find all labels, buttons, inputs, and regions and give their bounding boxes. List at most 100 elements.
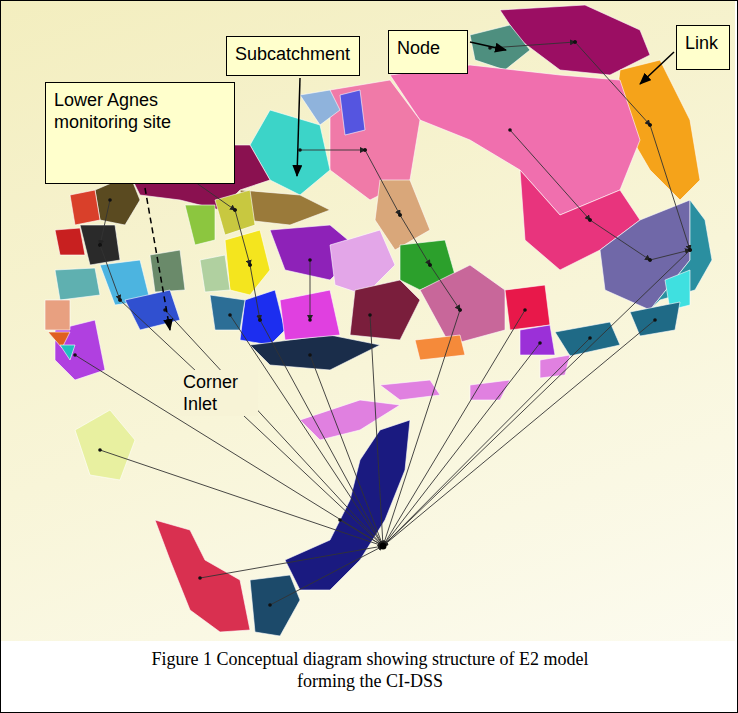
network-node: [308, 318, 312, 322]
network-node: [588, 218, 592, 222]
network-link: [430, 265, 460, 310]
subcatchment-area: [300, 400, 400, 440]
subcatchment-area: [55, 268, 100, 300]
figure-caption: Figure 1 Conceptual diagram showing stru…: [150, 648, 590, 692]
network-node: [688, 248, 692, 252]
callout-box: Node: [388, 30, 468, 74]
network-node: [298, 148, 302, 152]
subcatchment-area: [75, 410, 135, 480]
subcatchment-area: [225, 230, 270, 295]
network-node: [98, 243, 102, 247]
subcatchment-area: [540, 355, 570, 378]
subcatchment-area: [500, 5, 650, 75]
network-link: [650, 250, 690, 260]
network-node: [648, 123, 652, 127]
network-node: [228, 313, 232, 317]
subcatchment-area: [60, 345, 75, 360]
network-link: [383, 343, 540, 546]
network-link: [575, 42, 650, 125]
network-node: [118, 298, 122, 302]
subcatchment-area: [350, 280, 420, 340]
network-node: [308, 258, 312, 262]
network-node: [688, 248, 692, 252]
network-link: [75, 355, 383, 546]
callout-text: Node: [397, 37, 440, 59]
subcatchment-area: [630, 302, 680, 336]
subcatchment-area: [80, 225, 120, 265]
network-link: [120, 300, 383, 546]
network-link: [310, 355, 383, 546]
network-link: [100, 245, 120, 300]
network-node: [508, 128, 512, 132]
network-node: [73, 353, 77, 357]
subcatchment-area: [70, 190, 100, 225]
network-node: [98, 448, 102, 452]
network-node: [258, 318, 262, 322]
network-link: [230, 315, 383, 546]
network-node: [588, 336, 592, 340]
network-link: [590, 220, 650, 260]
subcatchment-area: [650, 200, 712, 310]
place-label: Corner Inlet: [180, 370, 258, 416]
network-node: [308, 353, 312, 357]
network-node: [648, 258, 652, 262]
network-node: [398, 213, 402, 217]
subcatchment-area: [55, 228, 85, 255]
network-link: [200, 546, 383, 578]
network-node: [363, 148, 367, 152]
network-node: [98, 243, 102, 247]
network-link: [250, 265, 260, 320]
subcatchment-area: [520, 325, 555, 355]
network-link: [165, 310, 383, 546]
network-node: [368, 313, 372, 317]
callout-box: Link: [676, 25, 730, 70]
network-node: [398, 213, 402, 217]
subcatchment-area: [390, 65, 640, 215]
network-node: [688, 248, 692, 252]
subcatchment-area: [380, 380, 440, 400]
network-node: [233, 208, 237, 212]
callout-text: Lower Agnes monitoring site: [54, 89, 226, 133]
network-node: [648, 123, 652, 127]
leader-line: [297, 78, 300, 176]
subcatchment-area: [505, 285, 550, 330]
network-link: [235, 210, 250, 265]
subcatchment-area: [415, 335, 465, 360]
subcatchment-area: [340, 90, 365, 135]
network-link: [310, 260, 311, 320]
network-link: [100, 450, 383, 546]
network-link: [383, 310, 525, 546]
callout-text: Link: [685, 32, 718, 54]
network-link: [490, 42, 575, 48]
network-node: [428, 263, 432, 267]
subcatchment-area: [250, 335, 380, 370]
subcatchment-area: [210, 295, 245, 330]
callout-box: Lower Agnes monitoring site: [45, 82, 235, 184]
leader-line: [470, 42, 506, 50]
outlet-node: [380, 543, 387, 550]
network-link: [383, 338, 590, 546]
subcatchment-area: [215, 190, 255, 235]
network-node: [573, 40, 577, 44]
network-node: [233, 208, 237, 212]
callout-box: Subcatchment: [226, 36, 360, 76]
network-node: [108, 198, 112, 202]
subcatchment-area: [420, 265, 505, 345]
network-link: [650, 125, 690, 250]
network-link: [510, 130, 590, 220]
network-node: [458, 308, 462, 312]
network-link: [260, 320, 383, 546]
network-node: [538, 341, 542, 345]
network-node: [268, 603, 272, 607]
subcatchment-area: [250, 575, 300, 636]
network-node: [258, 318, 262, 322]
subcatchment-area: [45, 300, 70, 330]
network-node: [198, 576, 202, 580]
network-link: [300, 150, 365, 151]
network-node: [248, 263, 252, 267]
network-link: [340, 520, 383, 546]
network-link: [400, 215, 430, 265]
network-node: [338, 518, 342, 522]
network-node: [653, 318, 657, 322]
network-link: [270, 546, 383, 605]
